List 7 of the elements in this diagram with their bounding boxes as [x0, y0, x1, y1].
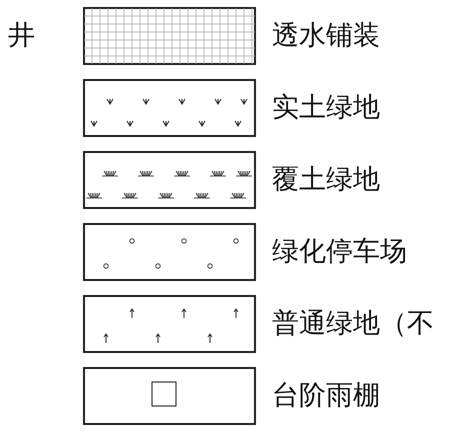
legend-label: 普通绿地（不	[272, 310, 434, 337]
legend-label: 实土绿地	[272, 94, 380, 121]
legend-label: 覆土绿地	[272, 166, 380, 193]
legend-label: 绿化停车场	[272, 238, 407, 265]
legend-label: 台阶雨棚	[272, 382, 380, 409]
label-text: 井	[8, 22, 35, 49]
legend-label: 透水铺装	[272, 22, 380, 49]
